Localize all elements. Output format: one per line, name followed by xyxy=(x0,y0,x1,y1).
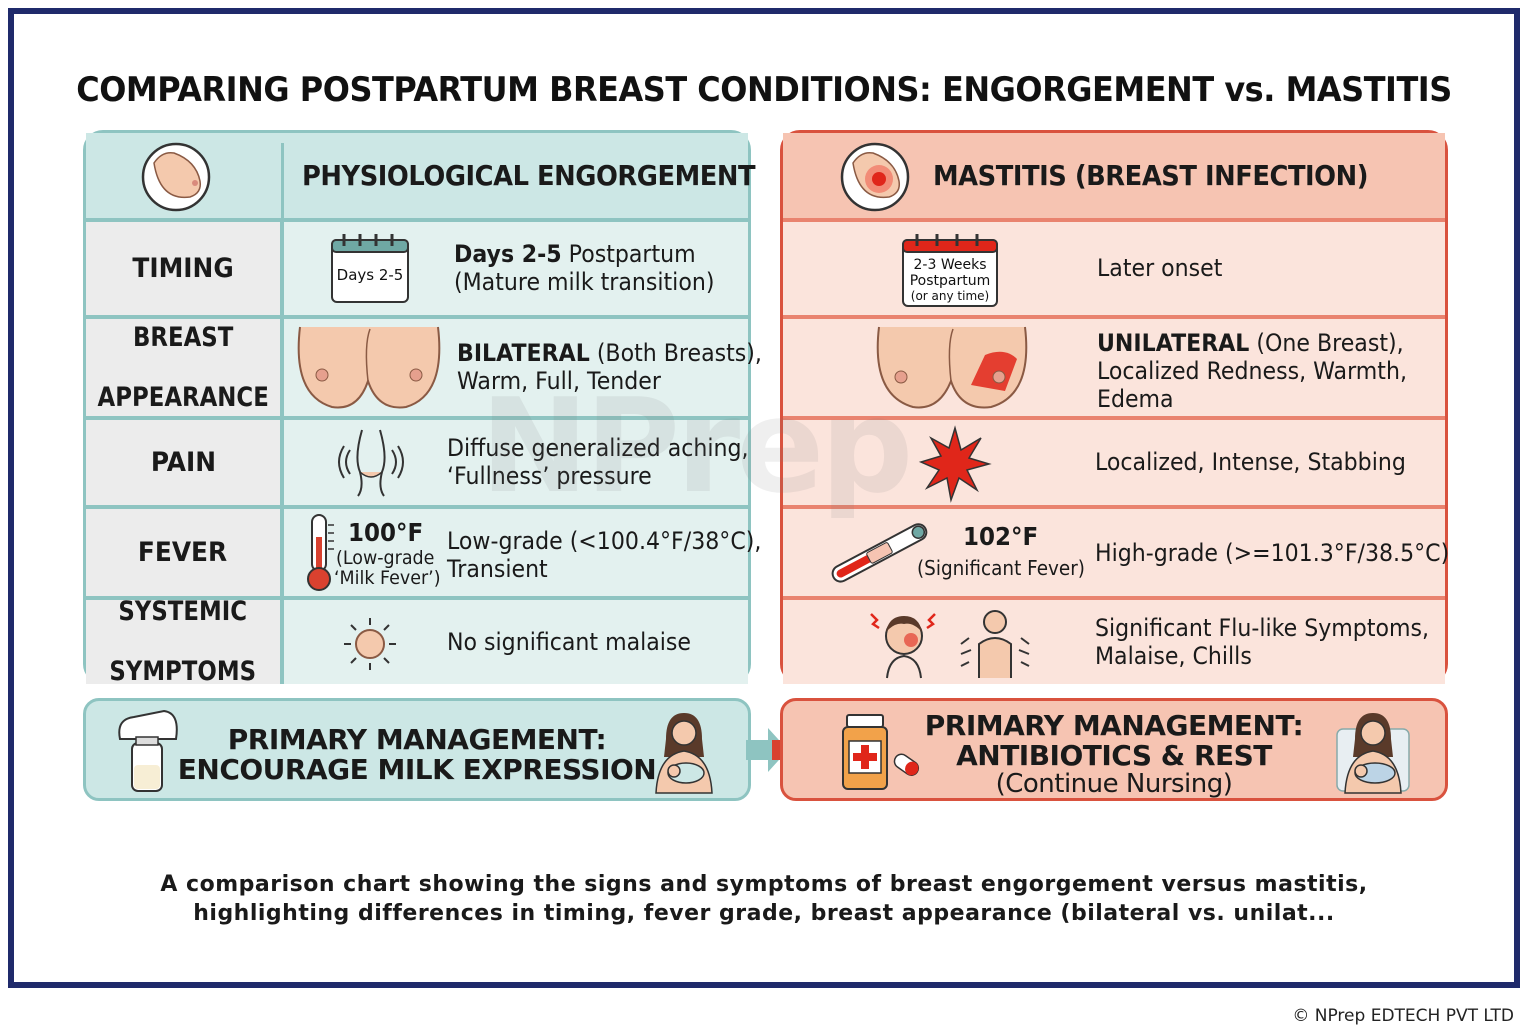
mastitis-appearance-line3: Edema xyxy=(1097,385,1174,413)
aching-torso-icon xyxy=(338,429,404,497)
engorgement-timing-line2: (Mature milk transition) xyxy=(454,268,715,296)
engorgement-header-title: PHYSIOLOGICAL ENGORGEMENT xyxy=(302,159,756,192)
engorgement-row-timing: TIMING Days 2-5 Days 2-5 Postpartum (Mat… xyxy=(86,222,748,315)
engorgement-timing-line1: Days 2-5 Postpartum xyxy=(454,240,696,268)
inflamed-breast-icon xyxy=(840,142,910,212)
mastitis-temp-sub: (Significant Fever) xyxy=(917,556,1085,580)
sun-icon xyxy=(344,618,396,670)
mastitis-management-line2: ANTIBIOTICS & REST xyxy=(956,739,1272,772)
caption-line1: A comparison chart showing the signs and… xyxy=(160,872,1368,897)
svg-text:(or any time): (or any time) xyxy=(911,289,989,303)
engorgement-timing-content: Days 2-5 Days 2-5 Postpartum (Mature mil… xyxy=(284,222,748,315)
chills-person-icon xyxy=(960,610,1030,678)
engorgement-fever-line1: Low-grade (<100.4°F/38°C), xyxy=(447,527,762,555)
mastitis-appearance-line1: UNILATERAL (One Breast), xyxy=(1097,329,1404,357)
engorgement-temp: 100°F xyxy=(348,518,424,547)
breast-pump-icon xyxy=(118,709,178,792)
engorgement-pain-line1: Diffuse generalized aching, xyxy=(447,434,749,462)
breast-profile-icon xyxy=(141,142,211,212)
mastitis-systemic-content: Significant Flu-like Symptoms, Malaise, … xyxy=(783,600,1445,684)
mastitis-row-timing: 2-3 Weeks Postpartum (or any time) Later… xyxy=(783,222,1445,315)
headache-person-icon xyxy=(870,613,936,679)
mastitis-management-line3: (Continue Nursing) xyxy=(995,769,1233,799)
row-label-pain: PAIN xyxy=(86,420,280,505)
mastitis-management-line1: PRIMARY MANAGEMENT: xyxy=(924,709,1304,742)
row-label-timing: TIMING xyxy=(86,222,280,315)
mastitis-fever-desc: High-grade (>=101.3°F/38.5°C) xyxy=(1095,539,1450,567)
thermometer-icon xyxy=(307,514,334,591)
engorgement-systemic-desc: No significant malaise xyxy=(447,628,692,656)
engorgement-pain-content: Diffuse generalized aching, ‘Fullness’ p… xyxy=(284,420,749,505)
mastitis-timing-desc: Later onset xyxy=(1097,254,1223,282)
engorgement-management-line2: ENCOURAGE MILK EXPRESSION xyxy=(177,753,657,786)
engorgement-temp-sub2: ‘Milk Fever’) xyxy=(334,567,441,589)
engorgement-pain-line2: ‘Fullness’ pressure xyxy=(447,462,652,490)
svg-text:2-3 Weeks: 2-3 Weeks xyxy=(914,257,987,273)
row-label-fever: FEVER xyxy=(86,509,280,596)
mastitis-header: MASTITIS (BREAST INFECTION) xyxy=(783,133,1445,218)
calendar-badge-text: Days 2-5 xyxy=(337,266,404,284)
mastitis-row-systemic: Significant Flu-like Symptoms, Malaise, … xyxy=(783,600,1445,684)
mastitis-row-fever: 102°F (Significant Fever) High-grade (>=… xyxy=(783,509,1449,596)
calendar-icon: Days 2-5 xyxy=(331,234,409,303)
engorgement-systemic-content: No significant malaise xyxy=(284,600,748,684)
caption-line2: highlighting differences in timing, feve… xyxy=(193,901,1335,926)
header-divider xyxy=(281,143,284,218)
svg-text:Postpartum: Postpartum xyxy=(910,273,991,289)
mastitis-temp: 102°F xyxy=(963,522,1039,551)
mastitis-pain-desc: Localized, Intense, Stabbing xyxy=(1095,448,1406,476)
engorgement-panel: PHYSIOLOGICAL ENGORGEMENT TIMING Days 2-… xyxy=(83,130,762,687)
mastitis-pain-content: Localized, Intense, Stabbing xyxy=(783,420,1445,505)
engorgement-temp-sub1: (Low-grade xyxy=(336,547,435,569)
mastitis-header-title: MASTITIS (BREAST INFECTION) xyxy=(933,159,1369,192)
engorgement-management-banner: PRIMARY MANAGEMENT: ENCOURAGE MILK EXPRE… xyxy=(83,698,751,801)
engorgement-appearance-line1: BILATERAL (Both Breasts), xyxy=(457,339,762,367)
engorgement-fever-content: 100°F (Low-grade ‘Milk Fever’) Low-grade… xyxy=(284,509,761,596)
digital-thermometer-icon xyxy=(831,523,928,583)
mastitis-appearance-content: UNILATERAL (One Breast), Localized Redne… xyxy=(783,319,1445,416)
engorgement-row-pain: PAIN Diffuse generalized aching, ‘Fullne… xyxy=(86,420,749,505)
unilateral-redness-icon xyxy=(876,326,1028,409)
bilateral-breasts-icon xyxy=(297,326,441,409)
stabbing-pain-icon xyxy=(918,425,992,503)
red-calendar-icon: 2-3 Weeks Postpartum (or any time) xyxy=(902,234,998,307)
engorgement-appearance-line2: Warm, Full, Tender xyxy=(457,367,661,395)
engorgement-header: PHYSIOLOGICAL ENGORGEMENT xyxy=(86,133,756,218)
mastitis-systemic-line2: Malaise, Chills xyxy=(1095,642,1252,670)
page-title: COMPARING POSTPARTUM BREAST CONDITIONS: … xyxy=(76,70,1452,110)
mastitis-management-banner: PRIMARY MANAGEMENT: ANTIBIOTICS & REST (… xyxy=(780,698,1448,801)
engorgement-fever-line2: Transient xyxy=(447,555,548,583)
mastitis-row-appearance: UNILATERAL (One Breast), Localized Redne… xyxy=(783,319,1445,416)
mastitis-row-pain: Localized, Intense, Stabbing xyxy=(783,420,1445,505)
nursing-mother-icon xyxy=(1336,713,1410,794)
engorgement-row-fever: FEVER 100°F (Low-grade ‘Milk Fever’) Low… xyxy=(86,509,761,596)
mother-holding-baby-icon xyxy=(655,713,713,794)
mastitis-systemic-line1: Significant Flu-like Symptoms, xyxy=(1095,614,1430,642)
copyright: © NPrep EDTECH PVT LTD xyxy=(1292,1006,1514,1026)
mastitis-panel: MASTITIS (BREAST INFECTION) 2-3 Weeks Po… xyxy=(780,130,1449,684)
mastitis-appearance-line2: Localized Redness, Warmth, xyxy=(1097,357,1407,385)
engorgement-management-line1: PRIMARY MANAGEMENT: xyxy=(227,723,607,756)
mastitis-timing-content: 2-3 Weeks Postpartum (or any time) Later… xyxy=(783,222,1445,315)
medicine-bottle-icon xyxy=(842,714,920,790)
mastitis-fever-content: 102°F (Significant Fever) High-grade (>=… xyxy=(783,509,1449,596)
engorgement-appearance-content: BILATERAL (Both Breasts), Warm, Full, Te… xyxy=(284,319,762,416)
